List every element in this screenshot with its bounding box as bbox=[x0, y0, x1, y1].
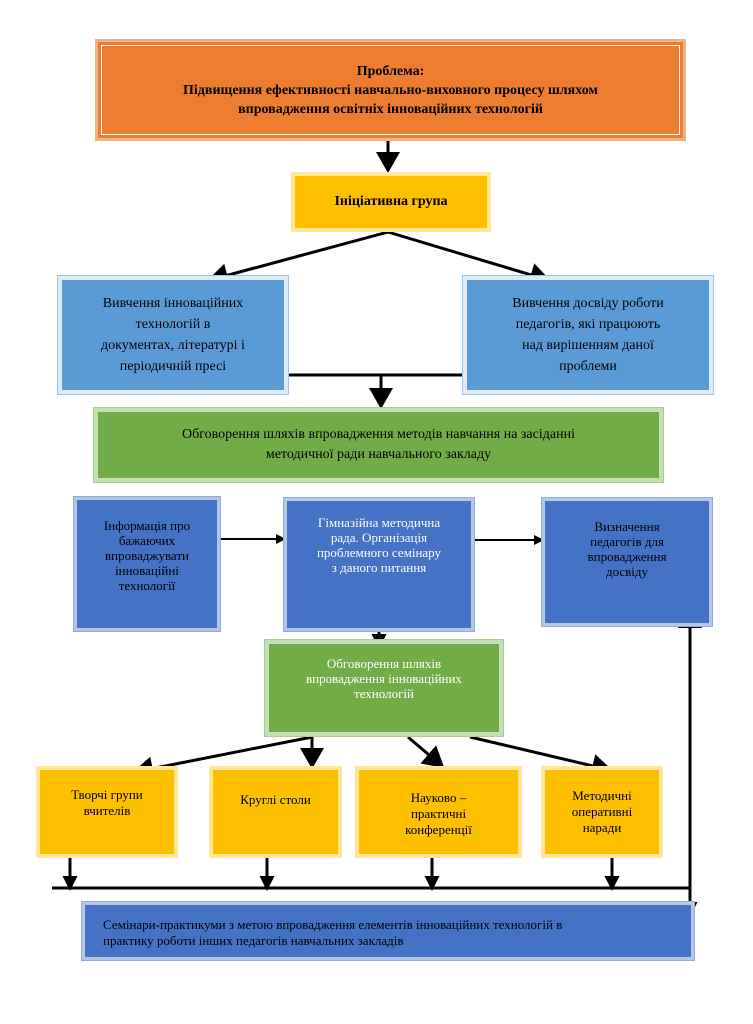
arrow-group-to-study-right bbox=[387, 230, 551, 287]
study-innovations-box: Вивчення інноваційних технологій в докум… bbox=[58, 276, 288, 394]
teacher-selection-line-3: впровадження bbox=[587, 549, 667, 564]
gymnasium-council-line-4: з даного питання bbox=[331, 560, 427, 575]
form-creative-groups: Творчі групи вчителів bbox=[36, 766, 178, 858]
problem-heading: Проблема: bbox=[356, 63, 425, 79]
seminars-line-1: Семінари-практикуми з метою впровадження… bbox=[103, 917, 563, 932]
form-creative-groups-line-2: вчителів bbox=[83, 803, 131, 818]
discussion-tech-line-2: впровадження інноваційних bbox=[306, 671, 462, 686]
discussion-tech-line-1: Обговорення шляхів bbox=[326, 656, 442, 671]
problem-box: Проблема: Підвищення ефективності навчал… bbox=[95, 39, 686, 141]
info-willing-line-5: технології bbox=[118, 577, 176, 593]
discussion-council-box: Обговорення шляхів впровадження методів … bbox=[94, 408, 663, 482]
study-innovations-line-4: періодичній пресі bbox=[119, 359, 227, 374]
problem-line-2: впровадження освітніх інноваційних техно… bbox=[238, 101, 543, 117]
gymnasium-council-line-1: Гімназійна методична bbox=[317, 515, 441, 530]
study-experience-box: Вивчення досвіду роботи педагогів, які п… bbox=[463, 276, 713, 394]
study-experience-line-3: над вирішенням даної bbox=[522, 338, 654, 353]
info-willing-line-1: Інформація про bbox=[103, 517, 191, 533]
study-innovations-line-1: Вивчення інноваційних bbox=[102, 296, 244, 311]
teacher-selection-line-2: педагогів для bbox=[590, 534, 664, 549]
form-conferences: Науково – практичні конференції bbox=[355, 766, 522, 858]
initiative-group-box: Ініціативна група bbox=[291, 172, 491, 232]
arrow-to-form-4 bbox=[469, 735, 613, 778]
form-meetings-line-2: оперативні bbox=[571, 804, 633, 819]
study-experience-line-4: проблеми bbox=[559, 359, 617, 374]
form-creative-groups-line-1: Творчі групи bbox=[71, 787, 143, 802]
gymnasium-council-line-2: рада. Організація bbox=[330, 530, 428, 545]
arrow-group-to-study-left bbox=[207, 230, 389, 287]
teacher-selection-line-4: досвіду bbox=[605, 564, 649, 579]
seminars-line-2: практику роботи інших педагогів навчальн… bbox=[103, 933, 404, 948]
seminars-box: Семінари-практикуми з метою впровадження… bbox=[82, 902, 694, 960]
info-willing-line-2: бажаючих bbox=[118, 532, 176, 548]
study-innovations-line-3: документах, літературі і bbox=[101, 338, 245, 353]
arrow-to-form-3 bbox=[407, 735, 445, 768]
info-willing-line-4: інноваційні bbox=[115, 562, 179, 578]
study-innovations-line-2: технологій в bbox=[135, 317, 211, 332]
form-conferences-line-2: практичні bbox=[410, 806, 467, 821]
problem-line-1: Підвищення ефективності навчально-виховн… bbox=[183, 82, 598, 98]
discussion-tech-line-3: технологій bbox=[354, 686, 414, 701]
gymnasium-council-box: Гімназійна методична рада. Організація п… bbox=[284, 498, 474, 631]
info-willing-box: Інформація про бажаючих впроваджувати ін… bbox=[74, 497, 220, 631]
teacher-selection-line-1: Визначення bbox=[594, 519, 660, 534]
form-meetings: Методичні оперативні наради bbox=[541, 766, 663, 858]
discussion-tech-box: Обговорення шляхів впровадження інноваці… bbox=[265, 640, 503, 736]
discussion-council-line-1: Обговорення шляхів впровадження методів … bbox=[182, 427, 575, 442]
form-conferences-line-1: Науково – bbox=[410, 790, 467, 805]
study-experience-line-1: Вивчення досвіду роботи bbox=[512, 296, 664, 311]
form-meetings-line-1: Методичні bbox=[572, 788, 632, 803]
teacher-selection-box: Визначення педагогів для впровадження до… bbox=[542, 498, 712, 626]
form-conferences-line-3: конференції bbox=[405, 822, 472, 837]
form-round-tables: Круглі столи bbox=[209, 766, 342, 858]
initiative-group-label: Ініціативна група bbox=[334, 194, 448, 209]
study-experience-line-2: педагогів, які працюють bbox=[515, 317, 661, 332]
form-meetings-line-3: наради bbox=[582, 820, 622, 835]
discussion-council-line-2: методичної ради навчального закладу bbox=[265, 447, 492, 462]
info-willing-line-3: впроваджувати bbox=[105, 547, 189, 563]
form-round-tables-line-1: Круглі столи bbox=[240, 792, 311, 807]
gymnasium-council-line-3: проблемного семінару bbox=[316, 545, 442, 560]
